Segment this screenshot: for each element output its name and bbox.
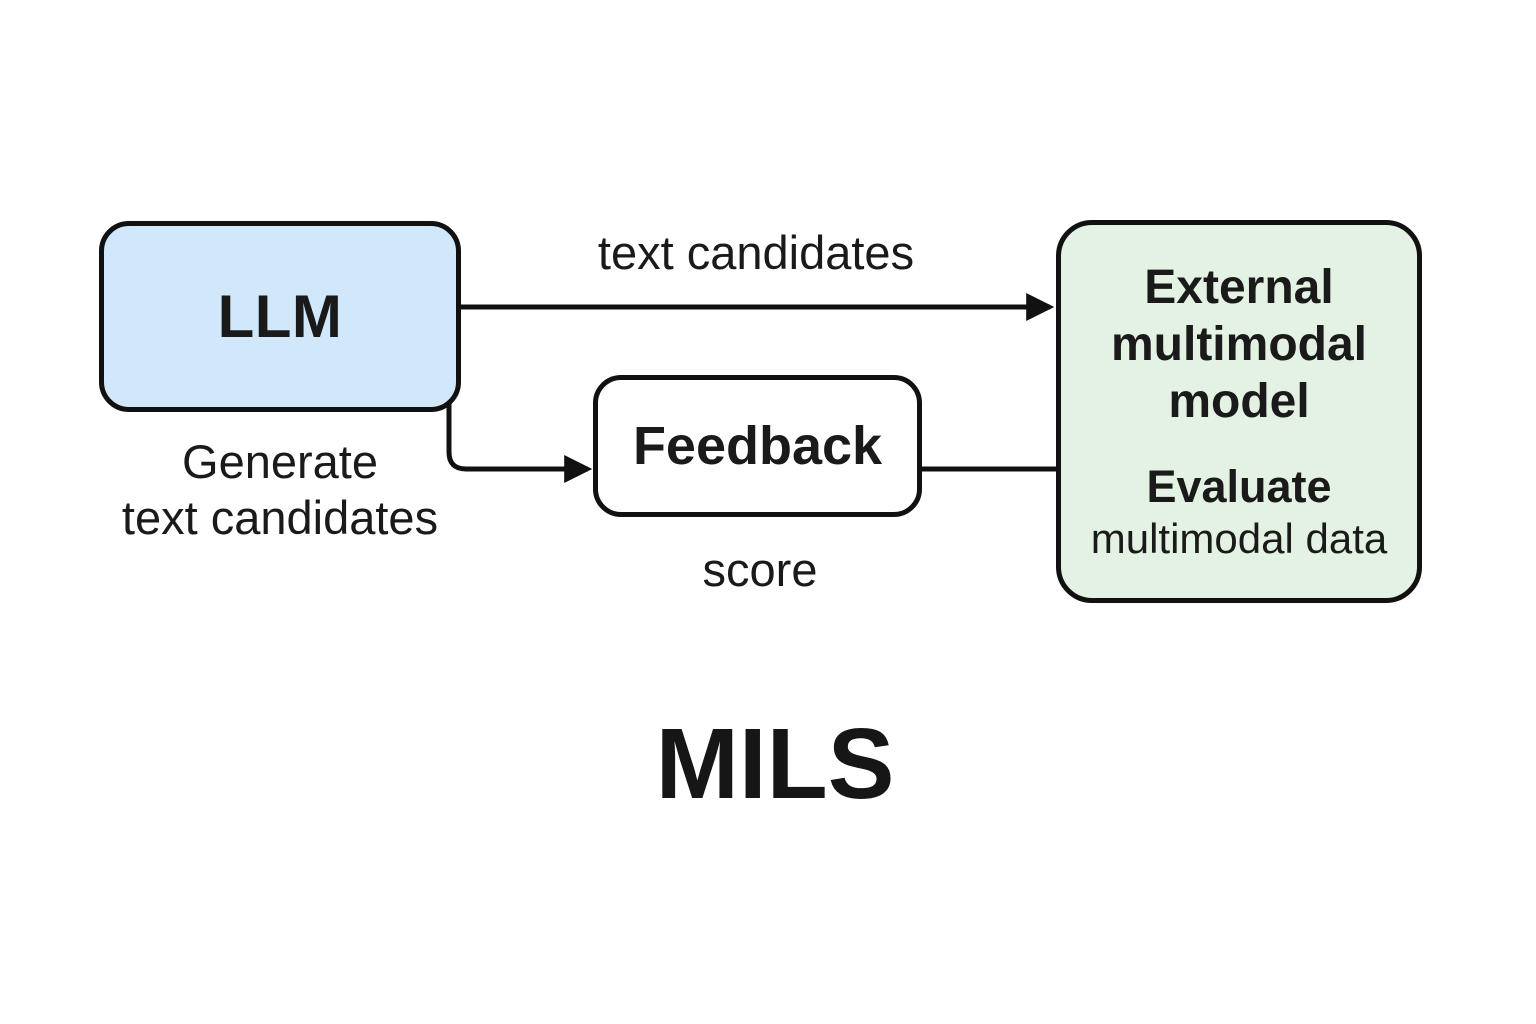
external-model-node: External multimodal model Evaluate multi… [1056, 220, 1422, 603]
llm-caption: Generate text candidates [40, 434, 520, 546]
external-model-role: Evaluate multimodal data [1091, 460, 1387, 564]
llm-node: LLM [99, 221, 461, 412]
external-model-title: External multimodal model [1111, 259, 1367, 430]
text-candidates-edge-label: text candidates [597, 226, 915, 279]
score-label: score [702, 543, 818, 596]
llm-caption-line2: text candidates [121, 491, 439, 544]
external-model-role-line2: multimodal data [1090, 515, 1388, 562]
external-model-title-line1: External [1144, 261, 1334, 314]
llm-caption-line1: Generate [182, 435, 378, 488]
feedback-label: Feedback [632, 416, 883, 476]
external-model-title-line2: multimodal [1110, 318, 1367, 371]
feedback-node: Feedback [593, 375, 922, 517]
external-model-role-line1: Evaluate [1146, 461, 1332, 512]
llm-label: LLM [217, 283, 343, 350]
diagram-title: MILS [655, 708, 895, 820]
external-model-title-line3: model [1168, 375, 1310, 428]
